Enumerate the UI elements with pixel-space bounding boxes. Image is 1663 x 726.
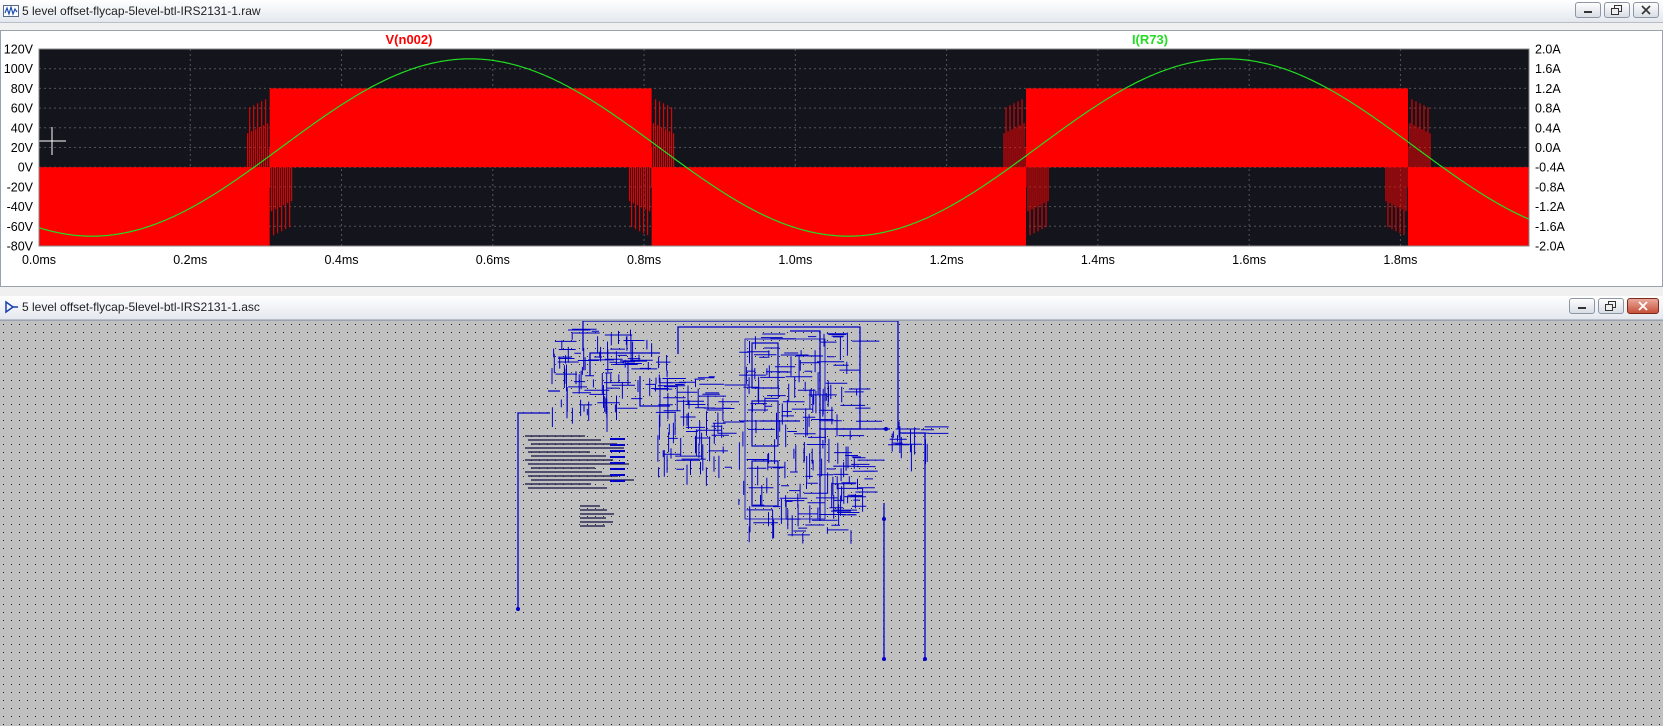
y-right-tick-label: 1.2A bbox=[1535, 82, 1561, 96]
y-right-tick-label: 1.6A bbox=[1535, 62, 1561, 76]
y-left-tick-label: 40V bbox=[11, 121, 34, 135]
y-right-tick-label: 2.0A bbox=[1535, 43, 1561, 57]
y-left-tick-label: -20V bbox=[7, 180, 34, 194]
component-cluster bbox=[655, 376, 750, 486]
y-left-tick-label: 20V bbox=[11, 141, 34, 155]
y-right-tick-label: 0.0A bbox=[1535, 141, 1561, 155]
x-tick-label: 1.8ms bbox=[1383, 253, 1417, 267]
x-tick-label: 1.2ms bbox=[930, 253, 964, 267]
gate-driver-block bbox=[744, 338, 826, 520]
wire-junction bbox=[884, 427, 888, 431]
y-left-tick-label: 80V bbox=[11, 82, 34, 96]
schematic-icon bbox=[3, 299, 19, 315]
schematic-canvas[interactable] bbox=[0, 320, 1663, 726]
crosshair-cursor-icon bbox=[38, 127, 66, 155]
spice-directive-text bbox=[525, 435, 634, 489]
waveform-icon bbox=[3, 3, 19, 19]
component-cluster bbox=[888, 421, 949, 472]
plot-window-controls bbox=[1575, 2, 1659, 19]
minimize-icon bbox=[1578, 307, 1586, 309]
restore-icon bbox=[1605, 301, 1616, 311]
wire-junction bbox=[882, 517, 886, 521]
label-stack bbox=[610, 438, 625, 482]
minimize-button[interactable] bbox=[1569, 298, 1595, 314]
x-tick-label: 0.0ms bbox=[22, 253, 56, 267]
minimize-icon bbox=[1584, 11, 1592, 13]
x-tick-label: 0.8ms bbox=[627, 253, 661, 267]
current-trace-line bbox=[38, 58, 1530, 237]
y-left-tick-label: -40V bbox=[7, 200, 34, 214]
close-icon bbox=[1641, 5, 1651, 15]
y-left-tick-label: -60V bbox=[7, 220, 34, 234]
x-tick-label: 0.2ms bbox=[173, 253, 207, 267]
current-series-label: I(R73) bbox=[1132, 32, 1168, 47]
x-tick-label: 0.4ms bbox=[325, 253, 359, 267]
ic-symbol bbox=[751, 400, 779, 447]
close-button[interactable] bbox=[1627, 298, 1659, 314]
restore-button[interactable] bbox=[1598, 298, 1624, 314]
y-left-tick-label: -80V bbox=[7, 240, 34, 254]
y-left-tick-label: 0V bbox=[18, 161, 34, 175]
schematic-wire bbox=[582, 321, 899, 429]
ic-symbol bbox=[751, 460, 779, 507]
waveform-plot-pane[interactable]: 0.0ms 0.2ms 0.4ms 0.6ms 0.8ms 1.0ms 1.2ms 1.4ms… bbox=[0, 30, 1663, 287]
voltage-pwm-band bbox=[39, 167, 270, 246]
voltage-trace-edges bbox=[247, 99, 1431, 236]
voltage-pwm-band bbox=[269, 88, 652, 168]
schematic-drawing[interactable] bbox=[0, 321, 1663, 726]
y-right-tick-label: -1.6A bbox=[1535, 220, 1566, 234]
restore-button[interactable] bbox=[1604, 2, 1630, 18]
component-cluster bbox=[551, 328, 686, 432]
spice-directive-text bbox=[580, 505, 614, 527]
schematic-window-controls bbox=[1569, 298, 1659, 315]
close-button[interactable] bbox=[1633, 2, 1659, 18]
voltage-series-label: V(n002) bbox=[386, 32, 433, 47]
schematic-window-titlebar[interactable]: 5 level offset-flycap-5level-btl-IRS2131… bbox=[0, 296, 1663, 320]
waveform-chart[interactable]: 0.0ms 0.2ms 0.4ms 0.6ms 0.8ms 1.0ms 1.2ms 1.4ms… bbox=[1, 31, 1663, 288]
schematic-wire bbox=[517, 412, 550, 609]
x-tick-label: 1.4ms bbox=[1081, 253, 1115, 267]
y-right-tick-label: -0.4A bbox=[1535, 161, 1566, 175]
schematic-window-title: 5 level offset-flycap-5level-btl-IRS2131… bbox=[22, 300, 260, 314]
schematic-wire bbox=[790, 330, 821, 521]
plot-window-title: 5 level offset-flycap-5level-btl-IRS2131… bbox=[22, 4, 261, 18]
restore-icon bbox=[1611, 5, 1622, 15]
close-icon bbox=[1638, 301, 1648, 311]
x-tick-label: 0.6ms bbox=[476, 253, 510, 267]
y-right-tick-label: 0.8A bbox=[1535, 102, 1561, 116]
component-cluster bbox=[738, 332, 885, 544]
y-right-tick-label: -0.8A bbox=[1535, 180, 1566, 194]
plot-window-titlebar[interactable]: 5 level offset-flycap-5level-btl-IRS2131… bbox=[0, 0, 1663, 23]
wire-junction bbox=[516, 607, 520, 611]
y-right-tick-label: -2.0A bbox=[1535, 240, 1566, 254]
y-right-tick-label: 0.4A bbox=[1535, 121, 1561, 135]
minimize-button[interactable] bbox=[1575, 2, 1601, 18]
y-right-tick-label: -1.2A bbox=[1535, 200, 1566, 214]
y-left-tick-label: 120V bbox=[4, 43, 34, 57]
schematic-grid bbox=[0, 321, 1663, 726]
x-tick-label: 1.0ms bbox=[778, 253, 812, 267]
component-cluster bbox=[832, 462, 878, 512]
y-left-tick-label: 60V bbox=[11, 102, 34, 116]
wire-junction bbox=[923, 657, 927, 661]
y-left-tick-label: 100V bbox=[4, 62, 34, 76]
voltage-pwm-band bbox=[651, 167, 1027, 246]
wire-junction bbox=[882, 657, 886, 661]
plot-frame bbox=[38, 48, 1530, 247]
voltage-pwm-band bbox=[1026, 88, 1408, 168]
ic-symbol bbox=[751, 342, 779, 389]
schematic-wire bbox=[589, 352, 660, 376]
x-tick-label: 1.6ms bbox=[1232, 253, 1266, 267]
